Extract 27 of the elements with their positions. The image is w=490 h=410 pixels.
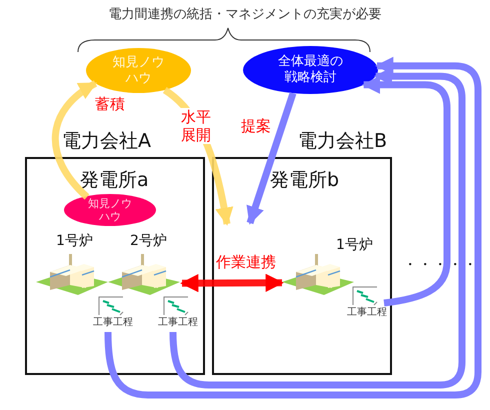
arrow: [362, 76, 450, 306]
arrow: [104, 56, 482, 398]
station-title: 発電所a: [80, 168, 149, 193]
schedule-label: 工事工程: [92, 316, 134, 329]
continuation-dots: ・・・・・: [403, 256, 478, 274]
reactor-label: 1号炉: [56, 232, 93, 250]
reactor-unit: [108, 232, 182, 296]
edge-label: 提案: [240, 117, 272, 135]
reactor-unit: [36, 232, 108, 296]
schedule-label: 工事工程: [346, 306, 388, 319]
station-title: 発電所b: [270, 168, 340, 193]
reactor-label: 1号炉: [336, 236, 373, 254]
edge-label: 作業連携: [215, 253, 277, 271]
diagram-title: 電力間連携の統括・マネジメントの充実が必要: [108, 7, 382, 22]
node-text: 知見ノウハウ: [112, 54, 166, 86]
arrow: [246, 92, 296, 225]
arrow: [52, 80, 98, 200]
reactor-label: 2号炉: [130, 232, 167, 250]
edge-label: 水平展開: [180, 108, 214, 144]
arrow: [180, 274, 284, 292]
node-text: 全体最適の戦略検討: [277, 54, 344, 86]
company-heading: 電力会社A: [62, 129, 151, 154]
edge-label: 蓄積: [94, 95, 126, 113]
node-text: 知見ノウハウ: [87, 196, 133, 224]
schedule-label: 工事工程: [157, 316, 199, 329]
ellipse-node: [243, 46, 378, 94]
company-heading: 電力会社B: [298, 129, 388, 154]
